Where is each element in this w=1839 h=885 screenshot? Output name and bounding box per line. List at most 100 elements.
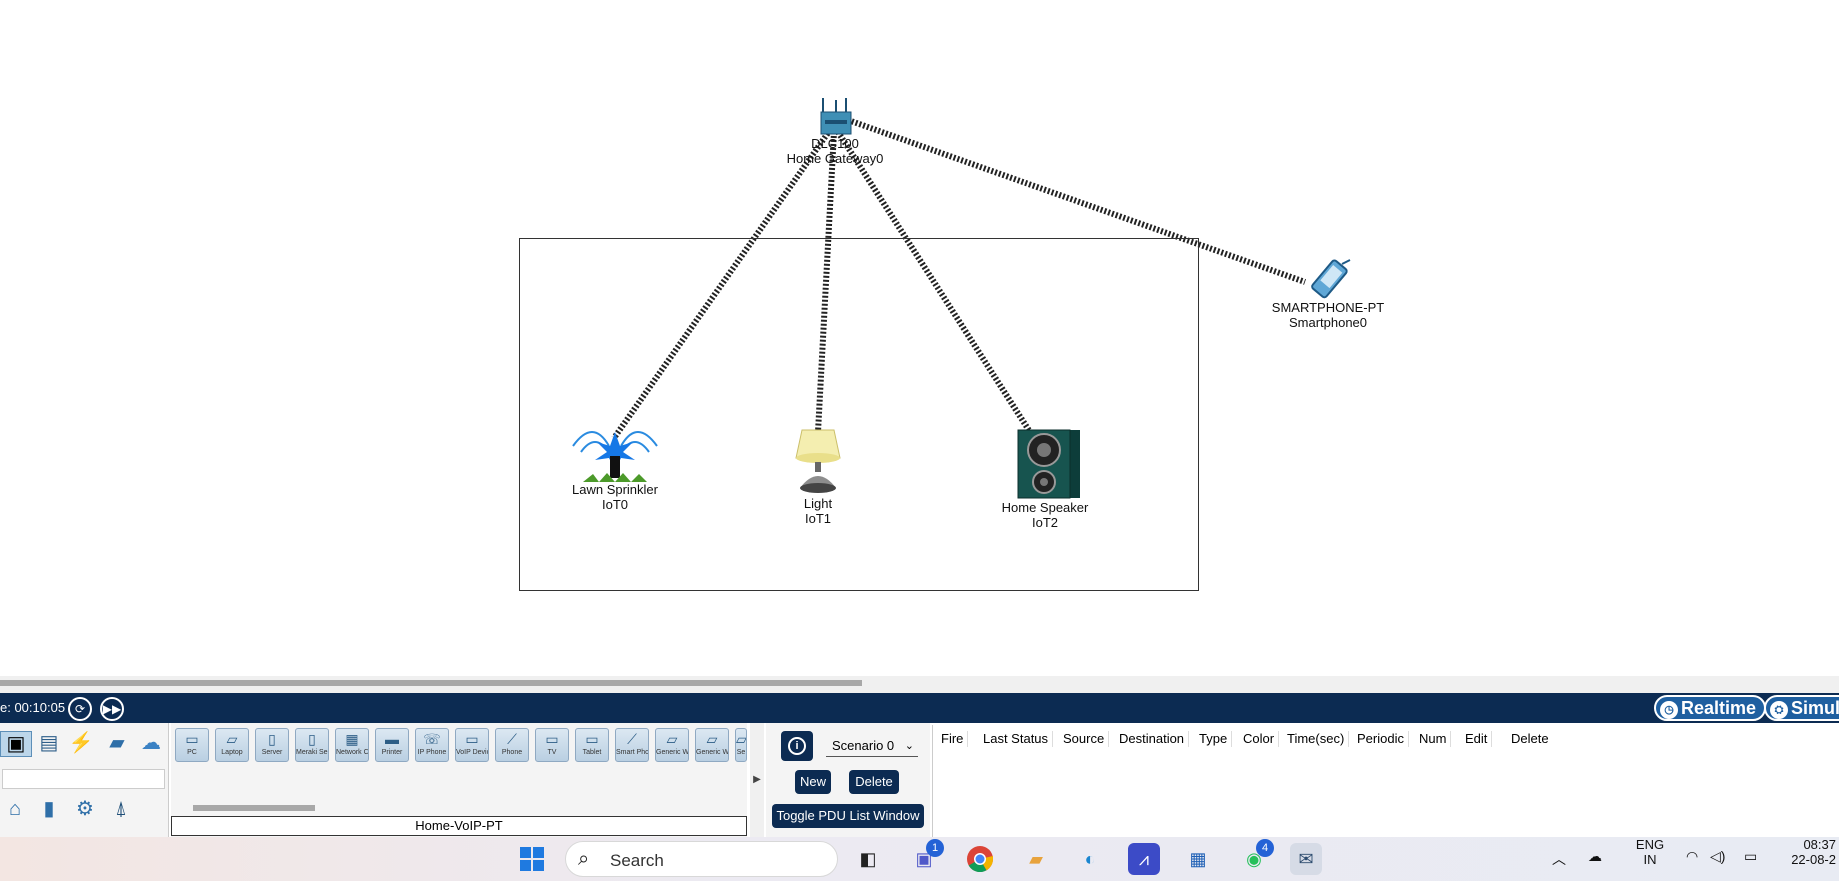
- device-lawn-sprinkler[interactable]: Lawn Sprinkler IoT0: [560, 418, 670, 512]
- bottom-panel: ▣ ▤ ⚡ ▰ ☁ ⌂ ▮ ⚙ ⍋ ▭PC ▱Laptop ▯Server ▯M…: [0, 723, 1839, 837]
- generic-wireless-icon: ▱: [666, 731, 678, 747]
- iot-area-rectangle[interactable]: [519, 238, 1199, 591]
- scenario-panel: i Scenario 0 ⌄ New Delete Toggle PDU Lis…: [766, 723, 930, 837]
- language-indicator[interactable]: ENG IN: [1635, 837, 1665, 867]
- new-scenario-button[interactable]: New: [795, 770, 831, 794]
- device-model-label: DLC100: [811, 136, 859, 151]
- col-header-periodic[interactable]: Periodic: [1353, 731, 1409, 747]
- whatsapp-icon[interactable]: ◉4: [1238, 839, 1274, 875]
- misc-folder-icon[interactable]: ▰: [109, 732, 125, 754]
- realtime-mode-button[interactable]: ◷Realtime: [1654, 695, 1766, 721]
- network-devices-icon[interactable]: ▣: [0, 731, 32, 757]
- building-icon[interactable]: ▮: [43, 798, 55, 820]
- device-item-smart-phone[interactable]: ⟋Smart Phone: [615, 728, 649, 762]
- toggle-pdu-list-button[interactable]: Toggle PDU List Window: [772, 804, 924, 828]
- col-header-source[interactable]: Source: [1059, 731, 1110, 747]
- device-item-sensor[interactable]: ▱Se: [735, 728, 747, 762]
- device-item-pc[interactable]: ▭PC: [175, 728, 209, 762]
- home-icon[interactable]: ⌂: [8, 798, 22, 820]
- device-item-phone[interactable]: ⟋Phone: [495, 728, 529, 762]
- device-item-voip-device[interactable]: ▭VoIP Device: [455, 728, 489, 762]
- col-header-fire[interactable]: Fire: [937, 731, 969, 747]
- link-gateway-smartphone[interactable]: [846, 117, 1307, 285]
- col-header-last-status[interactable]: Last Status: [979, 731, 1054, 747]
- teams-chat-icon[interactable]: ▣1: [908, 839, 944, 875]
- device-list-panel: ▭PC ▱Laptop ▯Server ▯Meraki Server ▦Netw…: [171, 723, 747, 837]
- logical-workspace[interactable]: DLC100 Home Gateway0 SMARTPHONE-PT Smart…: [0, 0, 1839, 675]
- chrome-icon[interactable]: [964, 843, 996, 875]
- power-cycle-button[interactable]: ⟳: [68, 697, 92, 721]
- workspace-scroll-thumb[interactable]: [0, 680, 862, 686]
- light-lamp-icon: [795, 429, 841, 493]
- scenario-info-button[interactable]: i: [781, 731, 813, 761]
- device-item-server[interactable]: ▯Server: [255, 728, 289, 762]
- device-home-gateway[interactable]: DLC100 Home Gateway0: [770, 96, 900, 166]
- windows-taskbar: ⌕ Search ◧ ▣1 ▰ ◐ ⩘ ▦ ◉4 ✉ ︿ ☁ ENG IN ◠ …: [0, 837, 1839, 881]
- home-gateway-icon: [820, 98, 852, 135]
- col-header-type[interactable]: Type: [1195, 731, 1233, 747]
- col-header-num[interactable]: Num: [1415, 731, 1452, 747]
- connections-icon[interactable]: ⚡: [68, 732, 94, 754]
- device-model-label: Light: [803, 496, 833, 511]
- collapse-arrow-icon[interactable]: ▶: [750, 723, 764, 837]
- notification-badge: 1: [926, 839, 944, 857]
- device-item-generic-wired[interactable]: ▱Generic Wired: [695, 728, 729, 762]
- device-item-network-controller[interactable]: ▦Network Controller: [335, 728, 369, 762]
- taskbar-search-box[interactable]: ⌕ Search: [565, 841, 838, 877]
- device-list-scroll-thumb[interactable]: [193, 805, 315, 811]
- device-model-label: Lawn Sprinkler: [572, 482, 658, 497]
- device-item-generic-wireless[interactable]: ▱Generic Wireless: [655, 728, 689, 762]
- microsoft-store-icon[interactable]: ▦: [1189, 849, 1207, 869]
- system-clock[interactable]: 08:37 22-08-2: [1791, 837, 1836, 867]
- battery-icon[interactable]: ▭: [1744, 848, 1758, 864]
- col-header-color[interactable]: Color: [1239, 731, 1280, 747]
- delete-scenario-button[interactable]: Delete: [849, 770, 899, 794]
- device-home-speaker[interactable]: Home Speaker IoT2: [995, 428, 1095, 530]
- col-header-edit[interactable]: Edit: [1461, 731, 1493, 747]
- pdu-list-table: Fire Last Status Source Destination Type…: [932, 725, 1839, 837]
- col-header-time[interactable]: Time(sec): [1283, 731, 1350, 747]
- power-cycle-icon: ⟳: [74, 702, 86, 716]
- info-icon: i: [788, 737, 806, 755]
- visual-studio-icon[interactable]: ⩘: [1128, 843, 1160, 875]
- home-speaker-icon: [1017, 429, 1080, 499]
- connection-links: [611, 117, 1307, 440]
- cloud-icon[interactable]: ☁: [141, 732, 161, 754]
- device-light[interactable]: Light IoT1: [768, 424, 868, 526]
- fast-forward-button[interactable]: ▶▶: [100, 697, 124, 721]
- windows-start-icon[interactable]: [516, 843, 548, 875]
- col-header-destination[interactable]: Destination: [1115, 731, 1190, 747]
- power-tower-icon[interactable]: ⍋: [115, 798, 127, 820]
- sensor-icon: ▱: [736, 731, 747, 747]
- task-view-icon[interactable]: ◧: [859, 849, 877, 869]
- device-item-tv[interactable]: ▭TV: [535, 728, 569, 762]
- smartphone-icon: [1311, 259, 1351, 299]
- simulation-time-bar: e: 00:10:05 ⟳ ▶▶ ◷Realtime ⛭Simula: [0, 693, 1839, 723]
- simulation-mode-button[interactable]: ⛭Simula: [1764, 695, 1839, 721]
- fast-forward-icon: ▶▶: [102, 702, 122, 716]
- device-item-tablet[interactable]: ▭Tablet: [575, 728, 609, 762]
- device-item-laptop[interactable]: ▱Laptop: [215, 728, 249, 762]
- category-search-field[interactable]: [2, 769, 165, 789]
- tablet-icon: ▭: [585, 731, 599, 747]
- chevron-down-icon: ⌄: [904, 740, 914, 752]
- device-smartphone[interactable]: SMARTPHONE-PT Smartphone0: [1258, 258, 1398, 330]
- file-explorer-icon[interactable]: ▰: [1029, 849, 1043, 869]
- industrial-icon[interactable]: ⚙: [76, 798, 94, 820]
- wifi-icon[interactable]: ◠: [1686, 848, 1699, 864]
- clock-icon: ◷: [1660, 701, 1678, 719]
- volume-icon[interactable]: ◁): [1710, 848, 1726, 864]
- device-item-printer[interactable]: ▬Printer: [375, 728, 409, 762]
- device-item-ip-phone[interactable]: ☏IP Phone: [415, 728, 449, 762]
- device-name-label: IoT2: [1031, 515, 1058, 530]
- link-gateway-sprinkler[interactable]: [611, 128, 833, 440]
- show-hidden-icons-chevron[interactable]: ︿: [1552, 851, 1566, 867]
- scenario-select[interactable]: Scenario 0 ⌄: [826, 735, 918, 757]
- onedrive-sync-icon[interactable]: ☁: [1588, 848, 1602, 864]
- edge-icon[interactable]: ◐: [1084, 849, 1096, 869]
- link-gateway-speaker[interactable]: [835, 130, 1033, 434]
- col-header-delete[interactable]: Delete: [1511, 731, 1549, 746]
- device-item-meraki-server[interactable]: ▯Meraki Server: [295, 728, 329, 762]
- end-devices-icon[interactable]: ▤: [39, 732, 59, 754]
- packet-tracer-icon[interactable]: ✉: [1290, 843, 1322, 875]
